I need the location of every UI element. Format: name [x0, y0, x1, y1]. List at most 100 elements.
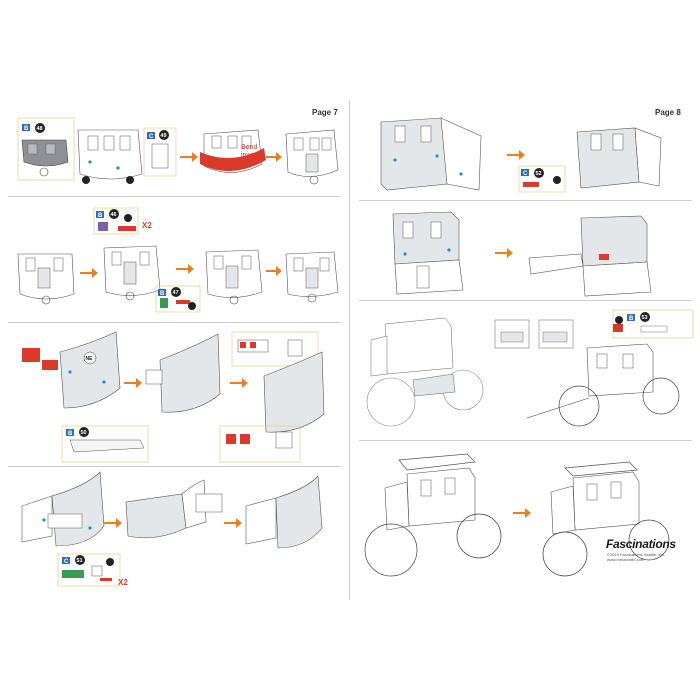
floor-panel — [159, 333, 221, 413]
wheel — [628, 519, 670, 561]
arrow-right-icon — [124, 378, 142, 388]
part-box — [61, 425, 149, 463]
arrow-right-icon — [266, 152, 282, 162]
part-number: 48 — [37, 126, 43, 132]
part-piece — [160, 298, 168, 308]
side-panel — [245, 497, 277, 545]
part-box — [57, 553, 121, 587]
rivet-dot-icon — [447, 248, 451, 252]
bend-note: Bend inward — [241, 144, 262, 160]
bend-highlight — [200, 148, 266, 172]
part-box — [155, 285, 201, 313]
step-row-2: B 46 B 47 — [17, 207, 339, 313]
svg-text:C: C — [149, 134, 154, 140]
step-row-1: C 52 — [380, 117, 662, 193]
part-piece — [62, 570, 84, 578]
part-box — [518, 165, 566, 193]
website-text: www.metalearth.com — [607, 557, 645, 562]
step-row-1: B 48 C 49 — [17, 117, 339, 185]
svg-text:C: C — [64, 559, 69, 565]
rivet-dot-icon — [116, 166, 120, 170]
step-row-3: B 53 — [366, 309, 694, 427]
multiplier-icon: X2 — [142, 221, 152, 230]
floor-part — [69, 439, 145, 453]
step-row-4: C 51 — [21, 471, 323, 587]
page-number: Page 8 — [655, 108, 681, 117]
rivet-dot-icon — [102, 380, 106, 384]
floor-panel — [59, 331, 121, 409]
part-box — [612, 309, 694, 339]
svg-text:C: C — [523, 171, 528, 177]
part-number: 52 — [536, 171, 542, 177]
carriage-body — [384, 317, 454, 375]
multiplier-icon: X2 — [118, 578, 128, 587]
wheel — [456, 513, 502, 559]
arrow-right-icon — [80, 268, 98, 278]
arrow-right-icon — [230, 378, 248, 388]
part-piece — [118, 226, 136, 231]
carriage-roof — [580, 215, 648, 267]
part-piece — [98, 222, 108, 231]
carriage-body — [582, 261, 652, 297]
side-panel — [21, 495, 53, 543]
carriage-body — [572, 471, 640, 531]
step-row-4 — [364, 453, 670, 577]
floor-panel — [275, 475, 323, 549]
part-number: 47 — [173, 290, 179, 296]
carriage-body — [586, 343, 654, 397]
arrow-right-icon — [495, 248, 513, 258]
instruction-page-8: Page 8 C 52 — [351, 100, 700, 600]
wheel — [642, 377, 680, 415]
copyright-block: ©2019 Fascinations Seattle, WA www.metal… — [607, 552, 665, 562]
detail-box — [219, 425, 301, 463]
svg-text:B: B — [629, 316, 634, 322]
row-divider — [8, 322, 341, 323]
arrow-right-icon — [180, 152, 198, 162]
callout-circle — [83, 351, 97, 365]
part-box — [143, 127, 177, 177]
bend-note-line: inward — [241, 152, 262, 159]
roof-rack — [564, 461, 638, 477]
brand-logo: Fascinations — [606, 537, 676, 551]
part-label-icon — [22, 124, 30, 131]
row-divider — [359, 440, 692, 441]
step-marker-icon — [126, 176, 134, 184]
arrow-right-icon — [507, 150, 525, 160]
row-divider — [8, 466, 341, 467]
rivet-dot-icon — [88, 160, 92, 164]
wheel — [366, 377, 416, 427]
part-box — [93, 207, 139, 235]
part-piece — [22, 348, 40, 362]
step-row-2 — [392, 211, 652, 297]
floor-panel — [51, 471, 105, 547]
bend-note-line: Bend — [241, 144, 258, 151]
part-number: 46 — [111, 212, 117, 218]
part-number: 49 — [161, 133, 167, 139]
row-divider — [359, 300, 692, 301]
door-part — [151, 143, 169, 169]
rivet-dot-icon — [68, 370, 72, 374]
row-divider — [359, 200, 692, 201]
carriage-body — [380, 117, 448, 191]
arrow-right-icon — [513, 508, 531, 518]
part-number: 51 — [77, 558, 83, 564]
part-number-icon — [35, 123, 45, 133]
arrow-right-icon — [176, 264, 194, 274]
copyright-text: ©2019 Fascinations Seattle, WA — [607, 552, 665, 557]
arrow-right-icon — [224, 518, 242, 528]
carriage-body — [406, 467, 476, 527]
part-number: 50 — [81, 430, 87, 436]
detail-inset — [195, 493, 223, 513]
svg-text:B: B — [68, 431, 73, 437]
boot-panel — [528, 253, 584, 275]
roof-rack — [398, 453, 476, 471]
detail-box — [231, 331, 319, 367]
wheel — [364, 523, 418, 577]
rivet-dot-icon — [403, 252, 407, 256]
floor-panel — [263, 351, 325, 433]
instruction-page-7: Page 7 B 48 C 49 — [0, 100, 349, 600]
floor-panel — [125, 493, 187, 539]
callout-label: NE — [86, 356, 94, 362]
rivet-dot-icon — [88, 526, 92, 530]
carriage-body — [576, 127, 640, 189]
